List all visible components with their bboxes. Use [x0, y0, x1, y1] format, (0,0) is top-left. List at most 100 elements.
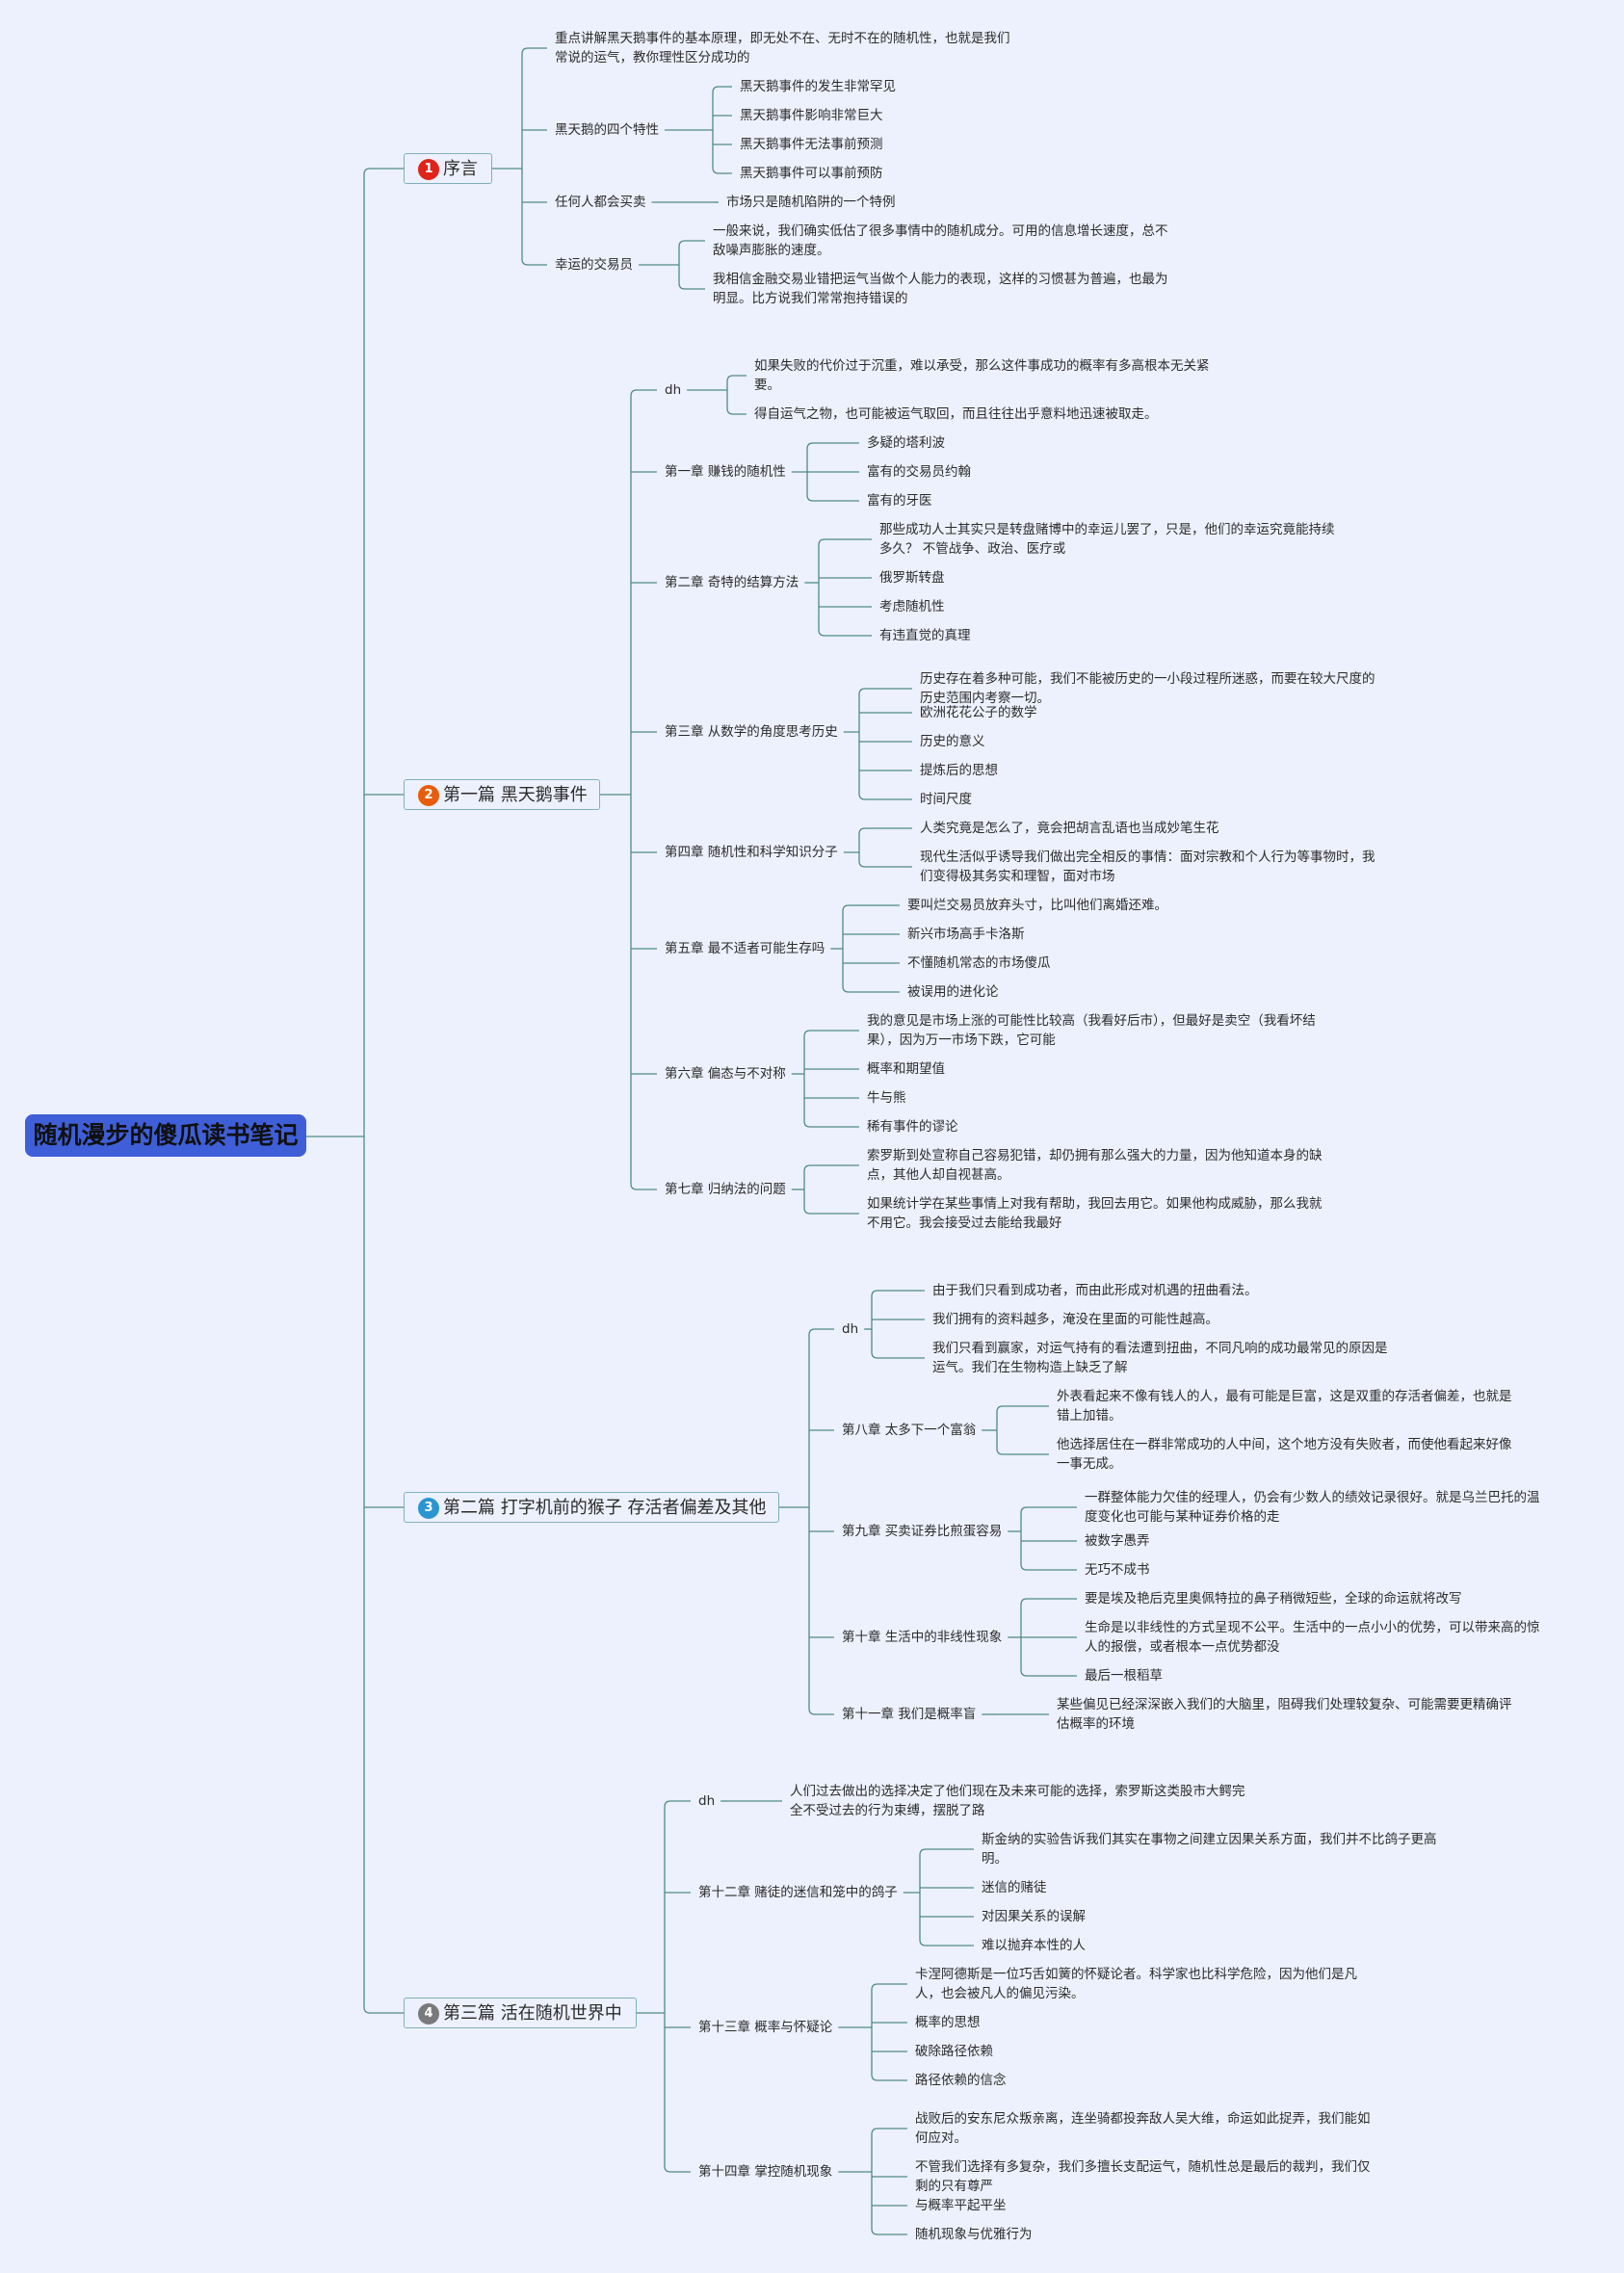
leaf-node: 富有的交易员约翰 — [867, 464, 971, 480]
leaf-node: 斯金纳的实验告诉我们其实在事物之间建立因果关系方面，我们并不比鸽子更高 — [982, 1832, 1437, 1847]
leaf-connector — [842, 904, 900, 912]
leaf-node: 有违直觉的真理 — [879, 628, 971, 643]
leaf-node: 破除路径依赖 — [915, 2044, 993, 2059]
leaf-node-line2: 运气。我们在生物构造上缺乏了解 — [932, 1360, 1128, 1375]
topic-node[interactable]: 第十一章 我们是概率盲 — [842, 1707, 977, 1722]
leaf-connector — [678, 282, 705, 290]
leaf-connector — [842, 985, 900, 993]
topic-node-line2: 常说的运气，教你理性区分成功的 — [555, 50, 750, 65]
leaf-node-line2: 全不受过去的行为束缚，摆脱了路 — [790, 1803, 985, 1818]
leaf-connector — [803, 1120, 859, 1128]
leaf-node: 一般来说，我们确实低估了很多事情中的随机成分。可用的信息增长速度，总不 — [713, 223, 1168, 239]
leaf-connector — [712, 167, 732, 174]
leaf-connector — [871, 1290, 925, 1297]
leaf-connector — [818, 629, 872, 637]
leaf-node-line2: 敌噪声膨胀的速度。 — [713, 243, 830, 258]
topic-node[interactable]: 黑天鹅的四个特性 — [555, 122, 659, 138]
topic-node[interactable]: 第六章 偏态与不对称 — [665, 1066, 786, 1082]
leaf-node-line2: 要。 — [754, 378, 780, 393]
leaf-node: 要叫烂交易员放弃头寸，比叫他们离婚还难。 — [907, 898, 1167, 913]
leaf-node: 那些成功人士其实只是转盘赌博中的幸运儿罢了，只是，他们的幸运究竟能持续 — [879, 522, 1335, 537]
leaf-node: 索罗斯到处宣称自己容易犯错，却仍拥有那么强大的力量，因为他知道本身的缺 — [867, 1148, 1323, 1163]
leaf-node: 最后一根稻草 — [1085, 1668, 1163, 1684]
topic-node[interactable]: 第十三章 概率与怀疑论 — [698, 2020, 833, 2035]
topic-node[interactable]: 任何人都会买卖 — [555, 195, 646, 210]
leaf-node: 无巧不成书 — [1085, 1562, 1150, 1578]
section-number-badge: 2 — [418, 785, 439, 806]
leaf-connector — [664, 1800, 691, 1808]
leaf-connector — [363, 168, 404, 175]
leaf-connector — [630, 389, 657, 397]
leaf-node: 黑天鹅事件无法事前预测 — [740, 137, 883, 152]
leaf-node: 市场只是随机陷阱的一个特例 — [726, 195, 896, 210]
topic-node[interactable]: dh — [665, 382, 682, 398]
leaf-connector — [521, 47, 547, 55]
section-number-badge: 1 — [418, 159, 439, 180]
leaf-node-line2: 估概率的环境 — [1057, 1716, 1135, 1732]
leaf-connector — [871, 2128, 907, 2135]
leaf-node: 被数字愚弄 — [1085, 1533, 1150, 1549]
leaf-connector — [1020, 1598, 1077, 1606]
leaf-node: 迷信的赌徒 — [982, 1880, 1047, 1895]
topic-node[interactable]: 幸运的交易员 — [555, 257, 633, 273]
leaf-connector — [858, 860, 912, 868]
leaf-connector — [803, 1030, 859, 1037]
topic-node[interactable]: 第八章 太多下一个富翁 — [842, 1423, 977, 1438]
topic-node[interactable]: 第四章 随机性和科学知识分子 — [665, 845, 838, 860]
topic-node[interactable]: 第九章 买卖证券比煎蛋容易 — [842, 1524, 1003, 1539]
topic-node[interactable]: dh — [698, 1793, 716, 1809]
leaf-connector — [803, 1164, 859, 1172]
leaf-node-line2: 人，也会被凡人的偏见污染。 — [915, 1986, 1085, 2001]
leaf-node: 如果统计学在某些事情上对我有帮助，我回去用它。如果他构成威胁，那么我就 — [867, 1196, 1323, 1212]
leaf-connector — [521, 258, 547, 266]
leaf-connector — [858, 688, 912, 695]
leaf-node: 某些偏见已经深深嵌入我们的大脑里，阻碍我们处理较复杂、可能需要更精确评 — [1057, 1697, 1512, 1712]
leaf-node-line2: 人的报偿，或者根本一点优势都没 — [1085, 1639, 1280, 1655]
topic-node[interactable]: 重点讲解黑天鹅事件的基本原理，即无处不在、无时不在的随机性，也就是我们 — [555, 31, 1010, 46]
leaf-node: 黑天鹅事件的发生非常罕见 — [740, 79, 896, 94]
leaf-node: 要是埃及艳后克里奥佩特拉的鼻子稍微短些，全球的命运就将改写 — [1085, 1591, 1462, 1607]
leaf-connector — [630, 1183, 657, 1190]
leaf-node-line2: 何应对。 — [915, 2130, 967, 2146]
leaf-node-line2: 度变化也可能与某种证券价格的走 — [1085, 1509, 1280, 1525]
leaf-connector — [808, 1328, 834, 1336]
leaf-connector — [363, 2006, 404, 2014]
topic-node[interactable]: dh — [842, 1321, 859, 1337]
leaf-node: 历史存在着多种可能，我们不能被历史的一小段过程所迷惑，而要在较大尺度的 — [920, 671, 1375, 687]
leaf-connector — [726, 375, 747, 382]
topic-node[interactable]: 第三章 从数学的角度思考历史 — [665, 724, 838, 740]
leaf-connector — [871, 2228, 907, 2235]
section-label: 第二篇 打字机前的猴子 存活者偏差及其他 — [443, 1498, 767, 1518]
topic-node[interactable]: 第七章 归纳法的问题 — [665, 1182, 786, 1197]
section-label: 第一篇 黑天鹅事件 — [443, 785, 588, 805]
leaf-node: 黑天鹅事件可以事前预防 — [740, 166, 883, 181]
topic-node[interactable]: 第二章 奇特的结算方法 — [665, 575, 799, 590]
root-topic[interactable]: 随机漫步的傻瓜读书笔记 — [25, 1114, 306, 1157]
leaf-node: 提炼后的思想 — [920, 763, 998, 778]
leaf-node: 现代生活似乎诱导我们做出完全相反的事情：面对宗教和个人行为等事物时，我 — [920, 849, 1375, 865]
topic-node[interactable]: 第十二章 赌徒的迷信和笼中的鸽子 — [698, 1885, 898, 1900]
topic-node[interactable]: 第十四章 掌控随机现象 — [698, 2164, 833, 2180]
section-label: 第三篇 活在随机世界中 — [443, 2003, 622, 2024]
leaf-node: 人们过去做出的选择决定了他们现在及未来可能的选择，索罗斯这类股市大鳄完 — [790, 1784, 1245, 1799]
leaf-connector — [858, 793, 912, 800]
leaf-node: 考虑随机性 — [879, 599, 945, 614]
leaf-node: 概率和期望值 — [867, 1061, 945, 1077]
leaf-node: 如果失败的代价过于沉重，难以承受，那么这件事成功的概率有多高根本无关紧 — [754, 358, 1210, 374]
leaf-connector — [664, 2165, 691, 2173]
topic-node[interactable]: 第一章 赚钱的随机性 — [665, 464, 786, 480]
leaf-connector — [818, 538, 872, 546]
topic-node[interactable]: 第五章 最不适者可能生存吗 — [665, 941, 825, 956]
leaf-node: 生命是以非线性的方式呈现不公平。生活中的一点小小的优势，可以带来高的惊 — [1085, 1620, 1540, 1635]
leaf-node: 由于我们只看到成功者，而由此形成对机遇的扭曲看法。 — [932, 1283, 1258, 1298]
leaf-node-line2: 错上加错。 — [1057, 1408, 1122, 1424]
topic-node[interactable]: 第十章 生活中的非线性现象 — [842, 1630, 1003, 1645]
leaf-node: 他选择居住在一群非常成功的人中间，这个地方没有失败者，而使他看起来好像 — [1057, 1437, 1512, 1452]
leaf-node-line2: 不用它。我会接受过去能给我最好 — [867, 1215, 1062, 1231]
leaf-node: 不懂随机常态的市场傻瓜 — [907, 955, 1051, 971]
